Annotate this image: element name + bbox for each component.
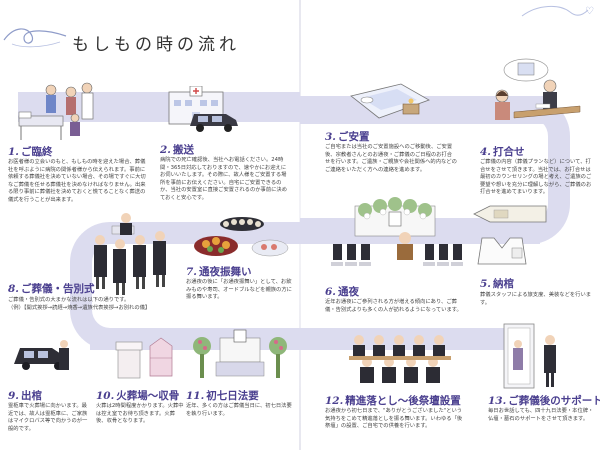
step-10-text: 火葬は2時間程度かかります。火葬中は控え室でお待ち頂きます。火葬後、収骨となりま… bbox=[96, 403, 184, 425]
step-10-title: 10.火葬場〜収骨 bbox=[96, 390, 180, 402]
step-7-title: 7.通夜振舞い bbox=[186, 266, 252, 278]
wrapped-urn-box-icon bbox=[149, 337, 173, 377]
wake-ceremony-illustration bbox=[331, 197, 463, 266]
step-7-text: お通夜の後に「お通夜振舞い」として、お飲みものや寿司、オードブルなどを親族の方に… bbox=[186, 279, 292, 301]
hospital-bed-scene-illustration bbox=[18, 82, 94, 140]
step-13-text: 毎日お世話しても、四十九日法要・本位牌・仏壇・墓石のサポートをさせて頂きます。 bbox=[488, 408, 594, 422]
hearse-car-icon bbox=[190, 114, 238, 132]
step-2-title: 2.搬送 bbox=[160, 144, 194, 156]
swirl-ornament-icon bbox=[3, 28, 67, 48]
step-11-text: 近年、多くの方はご葬儀当日に、初七日法要を執り行います。 bbox=[186, 403, 292, 417]
step-12-title: 12.精進落とし〜後祭壇設置 bbox=[325, 395, 461, 407]
heart-icon: ♡ bbox=[585, 6, 594, 17]
step-6-title: 6.通夜 bbox=[325, 286, 359, 298]
memorial-meal-gathering-illustration bbox=[349, 335, 451, 383]
step-2-text: 病院での死亡確認後、当社へお電話ください。24時間・365日対応しておりますので… bbox=[160, 157, 288, 201]
step-9-title: 9.出棺 bbox=[8, 390, 42, 402]
step-8-title: 8.ご葬儀・告別式 bbox=[8, 283, 95, 295]
step-5-text: 葬儀スタッフによる旅支度、美装などを行います。 bbox=[480, 292, 592, 306]
hearse-departure-illustration bbox=[14, 340, 69, 370]
step-11-title: 11.初七日法要 bbox=[186, 390, 259, 402]
flow-band-top-left bbox=[18, 92, 300, 122]
food-platters-illustration bbox=[194, 217, 289, 257]
visit-support-doorway-illustration bbox=[503, 323, 556, 389]
step-4-title: 4.打合せ bbox=[480, 146, 525, 158]
step-5-title: 5.納棺 bbox=[480, 278, 514, 290]
step-1-text: お医者様の立会いのもと、もしもの時を迎えた場合、葬儀社を呼ぶように病院の関係者様… bbox=[8, 159, 146, 203]
page-title: もしもの時の流れ bbox=[72, 35, 240, 55]
step-12-text: お通夜から初七日まで、"ありがとうございました"という気持ちをこめて精進落としを… bbox=[325, 408, 463, 430]
memorial-altar-illustration bbox=[193, 329, 287, 378]
futon-body-rest-illustration bbox=[350, 83, 430, 119]
step-9-text: 霊柩車で火葬場に向かいます。最近では、故人は霊柩車に、ご家族はマイクロバス等で向… bbox=[8, 403, 88, 432]
burial-robe-icon bbox=[477, 237, 527, 265]
step-3-title: 3.ご安置 bbox=[325, 131, 370, 143]
swirl-ornament-right-icon bbox=[521, 6, 589, 17]
step-6-text: 近年お通夜にご参列される方が増える傾向にあり、ご葬儀・告別式よりも多くの人が訪れ… bbox=[325, 299, 462, 313]
urn-icon bbox=[115, 341, 143, 379]
step-3-text: ご自宅または当社のご安置施設へのご移動後、ご安置後、宗教者さんとのお通夜・ご葬儀… bbox=[325, 144, 457, 173]
funeral-attendees-illustration bbox=[94, 213, 166, 295]
step-4-text: ご葬儀の内容（葬儀プランなど）について、打合せをさせて頂きます。当社では、お打合… bbox=[480, 159, 592, 196]
step-13-title: 13.ご葬儀後のサポート bbox=[488, 395, 600, 407]
consultation-meeting-illustration bbox=[495, 58, 581, 120]
step-8-text: ご葬儀・告別式の大まかな流れは以下の通りです。 （例）【開式挨拶→読経→焼香→遺… bbox=[8, 297, 151, 311]
step-1-title: 1.ご臨終 bbox=[8, 146, 53, 158]
coffin-icon bbox=[473, 205, 547, 223]
